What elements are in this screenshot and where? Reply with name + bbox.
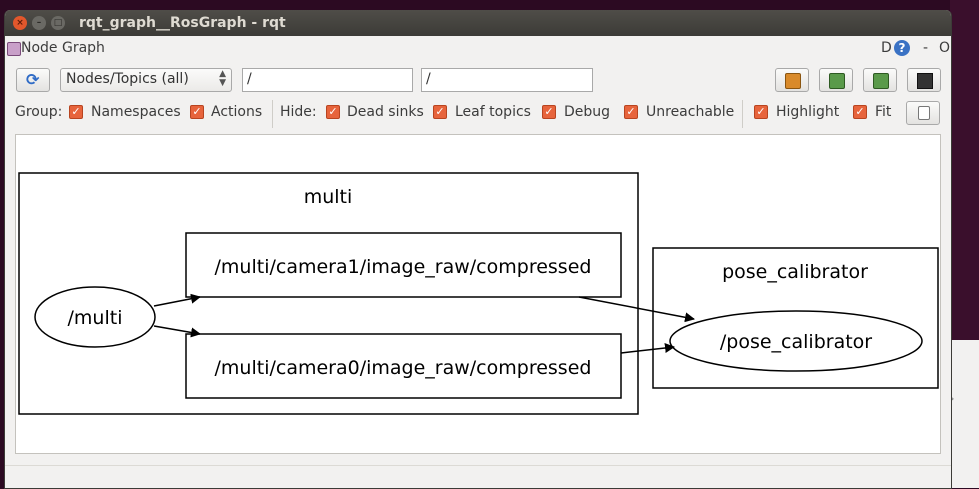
plugin-bar: Node Graph D ? - O — [5, 37, 951, 59]
separator — [742, 100, 743, 128]
dock-d-button[interactable]: D — [881, 40, 892, 56]
maximize-button[interactable]: □ — [51, 16, 65, 30]
plugin-title: Node Graph — [21, 40, 105, 56]
dead-sinks-label: Dead sinks — [347, 104, 424, 120]
screen-icon — [917, 73, 933, 89]
cluster-multi-label: multi — [304, 186, 353, 208]
titlebar: × – □ rqt_graph__RosGraph - rqt — [5, 10, 951, 36]
topic-camera0-label: /multi/camera0/image_raw/compressed — [215, 357, 592, 379]
graph-type-value: Nodes/Topics (all) — [66, 71, 189, 87]
combo-arrows-icon: ▲▼ — [219, 69, 226, 88]
unreachable-label: Unreachable — [646, 104, 735, 120]
background-panel: › — [950, 340, 979, 488]
highlight-label: Highlight — [776, 104, 840, 120]
highlight-checkbox[interactable]: ✓ — [754, 105, 768, 119]
leaf-topics-checkbox[interactable]: ✓ — [433, 105, 447, 119]
fit-icon — [918, 106, 930, 120]
topic-filter-input[interactable]: / — [421, 68, 593, 92]
options-bar: Group: ✓ Namespaces ✓ Actions Hide: ✓ De… — [5, 100, 951, 128]
background-chevron: › — [950, 392, 955, 405]
node-filter-input[interactable]: / — [242, 68, 413, 92]
edge-camera0-to-pose — [620, 343, 675, 354]
save-svg-icon — [873, 73, 889, 89]
edge-multi-to-camera0 — [153, 325, 201, 338]
load-dot-button[interactable] — [775, 68, 809, 92]
fit-checkbox[interactable]: ✓ — [853, 105, 867, 119]
graph-type-combo[interactable]: Nodes/Topics (all) ▲▼ — [60, 68, 232, 92]
close-button[interactable]: × — [13, 16, 27, 30]
unreachable-checkbox[interactable]: ✓ — [624, 105, 638, 119]
separator — [272, 100, 273, 128]
node-pose-calibrator-label: /pose_calibrator — [720, 331, 872, 353]
topic-camera1-label: /multi/camera1/image_raw/compressed — [215, 256, 592, 278]
node-multi[interactable] — [34, 286, 156, 348]
namespaces-checkbox[interactable]: ✓ — [69, 105, 83, 119]
edge-multi-to-camera1 — [153, 293, 201, 307]
node-pose-calibrator[interactable] — [669, 310, 923, 372]
topic-camera1[interactable] — [185, 232, 622, 298]
actions-label: Actions — [211, 104, 263, 120]
hide-label: Hide: — [280, 104, 317, 120]
folder-icon — [785, 73, 801, 89]
status-bar — [5, 465, 951, 488]
background-editor — [280, 0, 950, 10]
minimize-button[interactable]: – — [32, 16, 46, 30]
save-dot-button[interactable] — [819, 68, 853, 92]
minimize-plugin-button[interactable]: - — [923, 40, 929, 56]
fit-in-view-button[interactable] — [906, 101, 940, 125]
refresh-icon: ⟳ — [26, 70, 40, 89]
node-multi-label: /multi — [68, 307, 123, 329]
plugin-icon — [7, 42, 21, 56]
namespaces-label: Namespaces — [91, 104, 181, 120]
save-image-button[interactable] — [907, 68, 941, 92]
save-svg-button[interactable] — [863, 68, 897, 92]
cluster-pose-calibrator-label: pose_calibrator — [722, 261, 868, 283]
window-title: rqt_graph__RosGraph - rqt — [79, 15, 286, 31]
group-label: Group: — [15, 104, 63, 120]
debug-checkbox[interactable]: ✓ — [542, 105, 556, 119]
help-icon[interactable]: ? — [894, 40, 910, 56]
graph-canvas[interactable]: multi pose_calibrator /multi/camera1/ima… — [15, 134, 941, 454]
toolbar: ⟳ Nodes/Topics (all) ▲▼ / / — [5, 67, 951, 95]
refresh-button[interactable]: ⟳ — [16, 68, 50, 92]
debug-label: Debug — [564, 104, 611, 120]
leaf-topics-label: Leaf topics — [455, 104, 531, 120]
edge-camera1-to-pose — [578, 296, 695, 323]
save-icon — [829, 73, 845, 89]
ros-graph[interactable]: multi pose_calibrator /multi/camera1/ima… — [16, 135, 940, 453]
cluster-pose-calibrator — [652, 247, 939, 389]
close-plugin-button[interactable]: O — [939, 40, 951, 56]
cluster-multi — [18, 172, 639, 415]
rqt-window: × – □ rqt_graph__RosGraph - rqt Node Gra… — [4, 10, 952, 489]
fit-label: Fit — [875, 104, 892, 120]
dead-sinks-checkbox[interactable]: ✓ — [326, 105, 340, 119]
actions-checkbox[interactable]: ✓ — [190, 105, 204, 119]
topic-camera0[interactable] — [185, 333, 622, 399]
